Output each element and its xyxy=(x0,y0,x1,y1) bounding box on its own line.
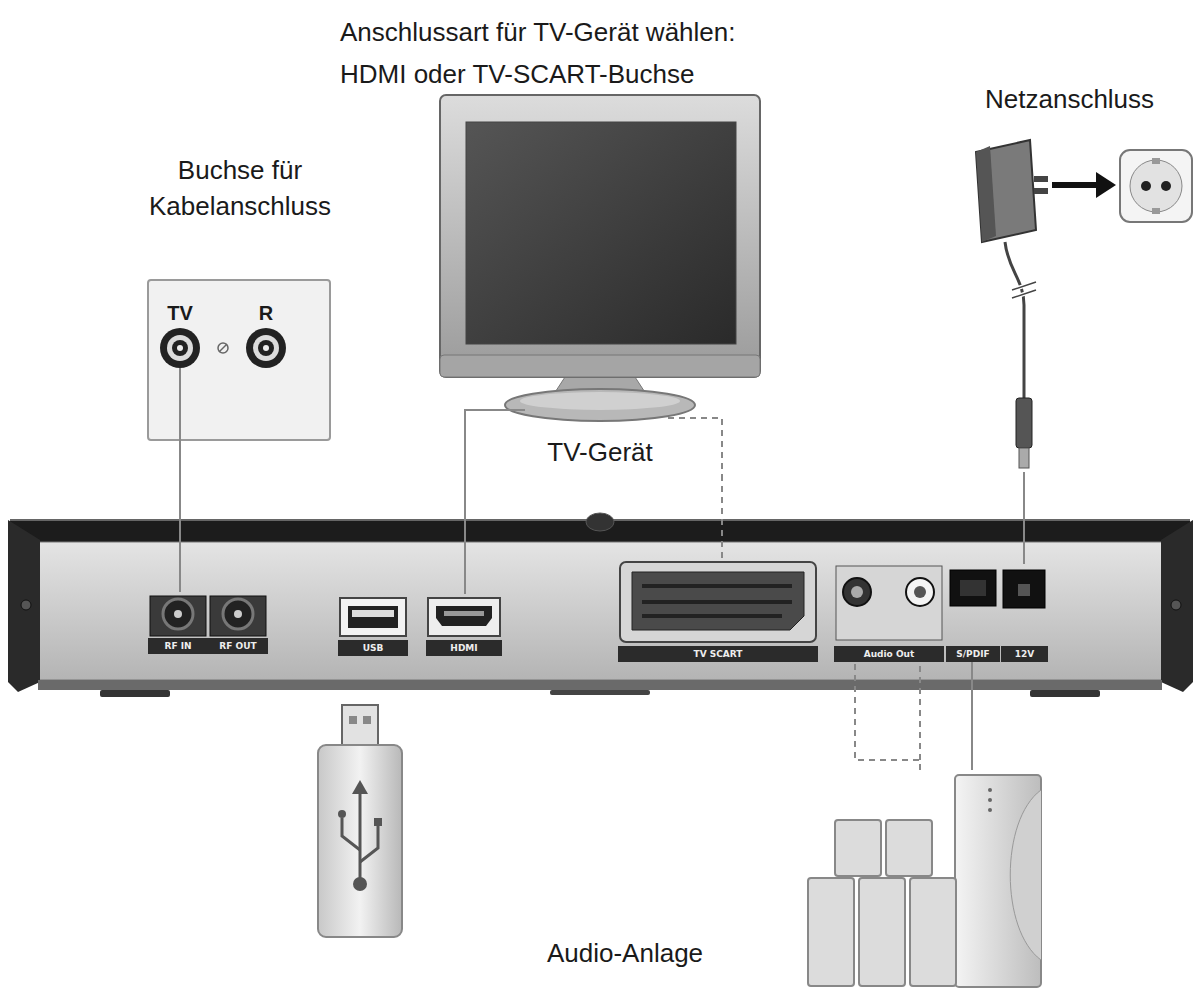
usb-stick xyxy=(318,705,402,937)
device-label: Netzanschluss xyxy=(985,82,1185,117)
tv-illustration xyxy=(440,95,760,421)
cable-connector xyxy=(1023,472,1025,564)
coax-cable xyxy=(179,368,181,445)
note-heading: Anschlussart für TV-Gerät wählen: HDMI o… xyxy=(340,12,780,95)
power-adapter xyxy=(976,140,1192,468)
tv-node: TV-Gerät xyxy=(440,95,760,475)
audio-node: Audio-Anlage xyxy=(520,770,1045,990)
cable-connector xyxy=(721,475,723,560)
scart-cable xyxy=(668,418,722,475)
audio-system xyxy=(808,775,1041,987)
port-box: 12V xyxy=(1001,564,1048,662)
cable-connector xyxy=(179,445,181,592)
port-label: 12V xyxy=(1001,646,1048,662)
device-label: TV-Gerät xyxy=(500,435,700,470)
power-node: Netzanschluss xyxy=(975,80,1190,472)
port-label: RF OUT xyxy=(208,638,268,654)
port-box: HDMI xyxy=(426,594,502,656)
port-box: RF OUT xyxy=(208,592,268,654)
audio-cable xyxy=(919,662,921,760)
receiver-housing xyxy=(8,513,1193,697)
socket-caption: Buchse für Kabelanschluss xyxy=(140,152,340,225)
port-box: S/PDIF xyxy=(946,564,1000,662)
port-label: HDMI xyxy=(426,640,502,656)
port-box: RF IN xyxy=(148,592,208,654)
port-label: RF IN xyxy=(148,638,208,654)
port-box: Audio Out xyxy=(834,562,944,662)
port-box: USB xyxy=(338,594,408,656)
wall-socket xyxy=(148,280,330,440)
device-label: Audio-Anlage xyxy=(520,936,730,971)
port-label: Audio Out xyxy=(834,646,944,662)
port-label: USB xyxy=(338,640,408,656)
wall-socket-node: Buchse für KabelanschlussTV R xyxy=(140,150,340,445)
cable-connector xyxy=(464,475,466,594)
jack-label: TV xyxy=(160,300,200,327)
cable-connector xyxy=(971,662,973,770)
port-label: S/PDIF xyxy=(946,646,1000,662)
port-graphics xyxy=(150,562,1045,642)
jack-label: R xyxy=(246,300,286,327)
cable-connector xyxy=(855,662,920,770)
port-box: TV SCART xyxy=(618,560,818,662)
hdmi-cable xyxy=(465,410,525,475)
port-label: TV SCART xyxy=(618,646,818,662)
